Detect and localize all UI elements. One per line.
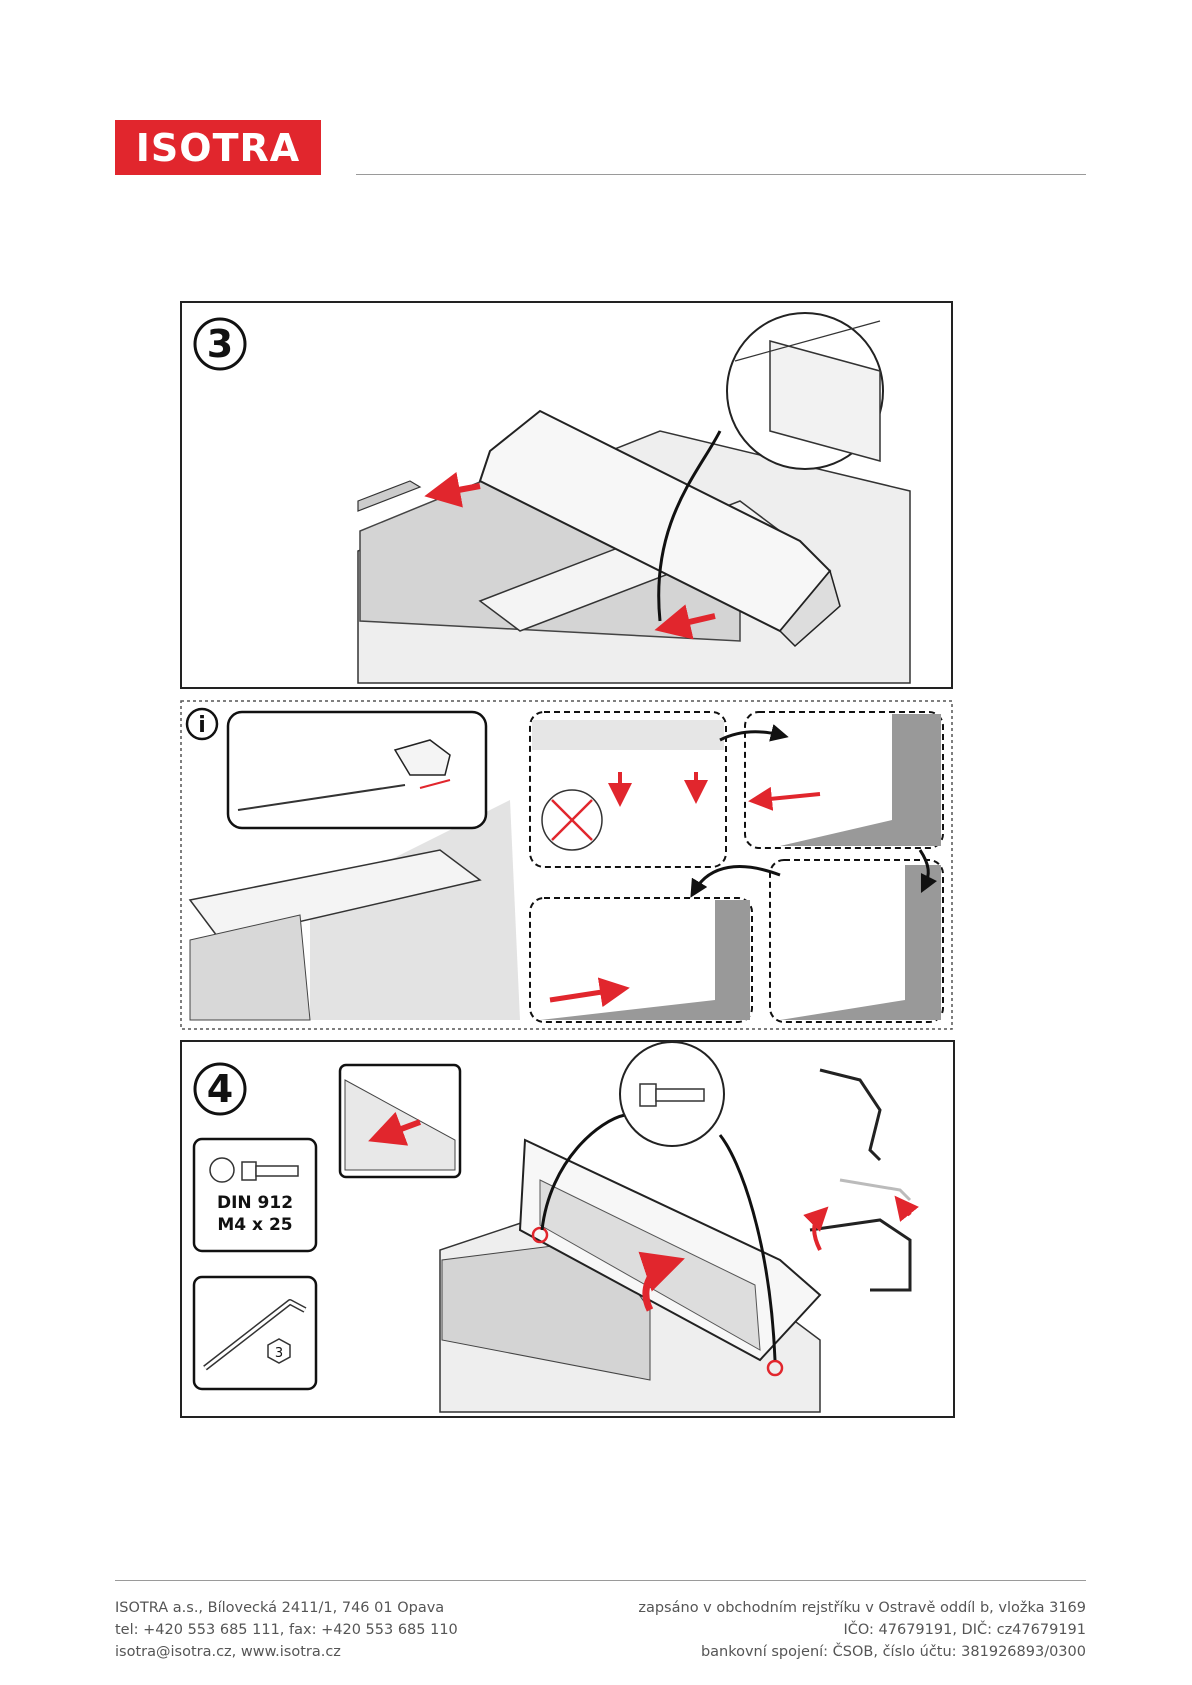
hex-key-box <box>194 1277 316 1389</box>
step3-number: 3 <box>207 322 233 366</box>
isotra-logo: ISOTRA <box>115 120 321 175</box>
step4-panel: 4 DIN 912 M4 x 25 3 <box>180 1040 955 1418</box>
screw-icon <box>242 1162 256 1180</box>
hex-key-size: 3 <box>275 1346 283 1361</box>
header-divider <box>356 174 1086 175</box>
footer-registration-info: zapsáno v obchodním rejstříku v Ostravě … <box>638 1597 1086 1663</box>
footer-contact: isotra@isotra.cz, www.isotra.cz <box>115 1641 458 1663</box>
screw-spec-line2: M4 x 25 <box>217 1215 292 1235</box>
footer-divider <box>115 1580 1086 1581</box>
logo-text: ISOTRA <box>136 126 300 170</box>
step3-panel: 3 <box>180 301 953 689</box>
info-symbol: i <box>198 713 206 738</box>
footer-bank: bankovní spojení: ČSOB, číslo účtu: 3819… <box>638 1641 1086 1663</box>
info-zoom-box <box>228 712 486 828</box>
footer-address: ISOTRA a.s., Bílovecká 2411/1, 746 01 Op… <box>115 1597 458 1619</box>
footer-phone: tel: +420 553 685 111, fax: +420 553 685… <box>115 1619 458 1641</box>
footer-ids: IČO: 47679191, DIČ: cz47679191 <box>638 1619 1086 1641</box>
footer-register: zapsáno v obchodním rejstříku v Ostravě … <box>638 1597 1086 1619</box>
step4-number: 4 <box>207 1067 233 1111</box>
washer-icon <box>210 1158 234 1182</box>
screw-spec-line1: DIN 912 <box>217 1193 293 1213</box>
info-panel: i <box>180 700 953 1030</box>
footer-company-info: ISOTRA a.s., Bílovecká 2411/1, 746 01 Op… <box>115 1597 458 1663</box>
